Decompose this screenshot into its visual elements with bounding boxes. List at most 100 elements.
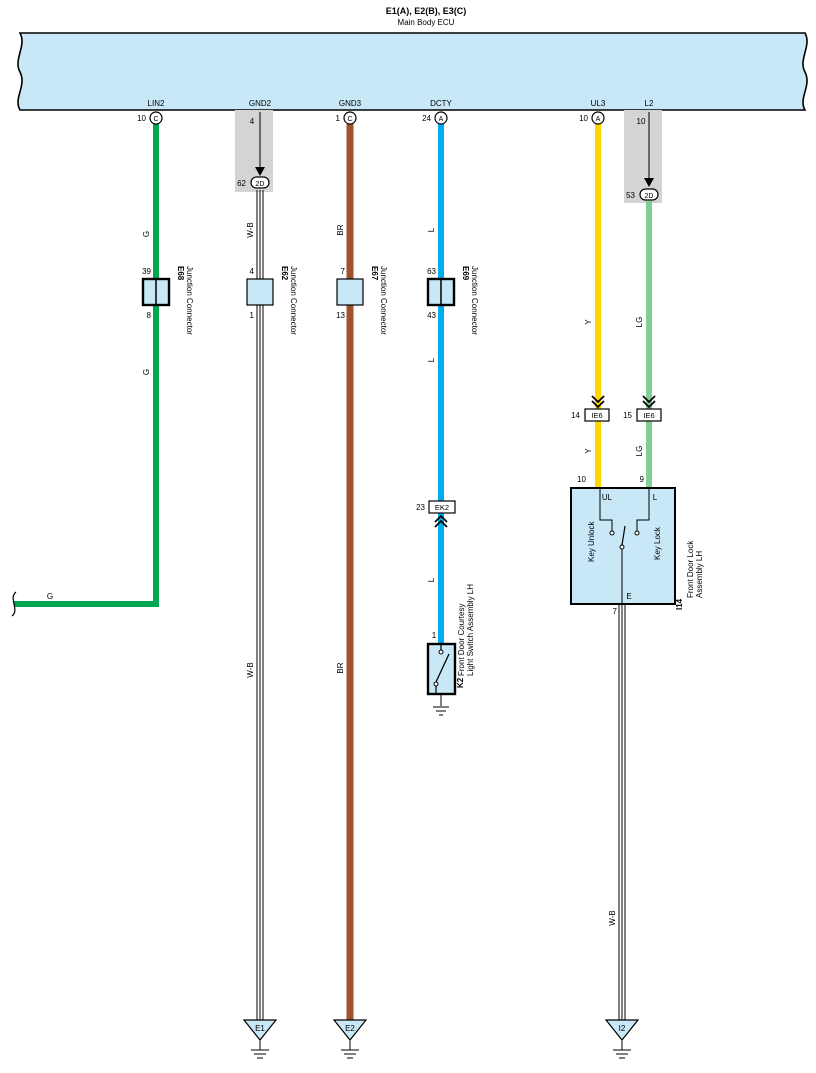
conn-circle-dcty [434, 111, 448, 125]
terminal-name-gnd2: GND2 [249, 99, 272, 108]
junction-e69-pin-top: 63 [427, 267, 436, 276]
ground-i2 [604, 1019, 640, 1059]
ie6-y-pin: 14 [571, 411, 580, 420]
chevron-up-icon [434, 514, 448, 528]
k2-ground-icon [433, 694, 449, 716]
wire-lin2-green [14, 124, 159, 607]
i14-term-e: E [626, 592, 631, 601]
conn-circle-ul3 [591, 111, 605, 125]
wire-label-g-upper: G [142, 231, 151, 237]
pin-gnd3: 1 [336, 114, 341, 123]
i14-key-lock: Key Lock [653, 526, 662, 560]
arrow-gnd2-head [255, 167, 265, 176]
wire-label-wb-i14: W-B [608, 910, 617, 925]
wire-label-br-upper: BR [336, 224, 345, 235]
junction-e67-desc: Junction Connector [379, 266, 388, 335]
ground-e2 [332, 1019, 368, 1059]
wire-label-l-upper: L [427, 227, 436, 232]
chevron-down-icon [642, 395, 656, 409]
junction-e68-id: E68 [176, 266, 185, 281]
i14-id: I14 [675, 598, 684, 610]
conn-letter-ul3: A [596, 116, 601, 123]
junction-e67-pin-bottom: 13 [336, 311, 345, 320]
ie6-lg-box [636, 408, 662, 422]
conn-letter-gnd3: C [347, 116, 352, 123]
junction-e68-pin-bottom: 8 [147, 311, 152, 320]
conn-circle-gnd3 [343, 111, 357, 125]
terminal-name-gnd3: GND3 [339, 99, 362, 108]
terminal-name-dcty: DCTY [430, 99, 452, 108]
junction-e69-desc: Junction Connector [470, 266, 479, 335]
wire-label-lg-upper: LG [635, 317, 644, 328]
k2-id: K2 [456, 677, 465, 688]
junction-e62 [246, 278, 274, 306]
wire-i14-e-wb [618, 604, 626, 1020]
jb-oval-l2 [639, 188, 659, 201]
ie6-y-box [584, 408, 610, 422]
terminal-name-lin2: LIN2 [148, 99, 165, 108]
pin-lin2: 10 [137, 114, 146, 123]
wire-label-wb-lower: W-B [246, 662, 255, 677]
pin-l2: 10 [637, 117, 646, 126]
junction-e68-pin-top: 39 [142, 267, 151, 276]
k2-pin: 1 [432, 631, 437, 640]
ek2-box [428, 500, 456, 514]
i14-pin-l: 9 [640, 475, 645, 484]
terminal-name-ul3: UL3 [591, 99, 606, 108]
ecu-title: E1(A), E2(B), E3(C) [386, 6, 467, 16]
arrow-l2-head [644, 178, 654, 187]
junction-e68-desc: Junction Connector [185, 266, 194, 335]
pin-ul3: 10 [579, 114, 588, 123]
i14-internal-switch [599, 488, 650, 604]
wire-label-lg-lower: LG [635, 446, 644, 457]
wire-label-g-lower: G [142, 369, 151, 375]
junction-e67-pin-top: 7 [341, 267, 346, 276]
conn-letter-dcty: A [439, 116, 444, 123]
k2-switch-contact [433, 644, 450, 694]
jb-label-l2: 2D [645, 193, 654, 200]
ie6-y-label: IE6 [591, 411, 602, 420]
k2-desc-line1: Front Door Courtesy [457, 604, 466, 676]
wire-label-g-horizontal: G [47, 592, 53, 601]
wire-label-y-lower: Y [584, 448, 593, 454]
ground-e1-label: E1 [255, 1024, 265, 1033]
conn-circle-lin2 [149, 111, 163, 125]
junction-e62-pin-bottom: 1 [250, 311, 255, 320]
ie6-lg-label: IE6 [643, 411, 654, 420]
junction-e69-id: E69 [461, 266, 470, 281]
i14-desc-line1: Front Door Lock [686, 540, 695, 598]
ground-e1 [242, 1019, 278, 1059]
junction-e62-pin-top: 4 [250, 267, 255, 276]
wire-label-l-middle: L [427, 357, 436, 362]
wire-label-y-upper: Y [584, 319, 593, 325]
chevron-down-icon [591, 395, 605, 409]
k2-desc-line2: Light Switch Assembly LH [466, 584, 475, 676]
ground-e2-label: E2 [345, 1024, 355, 1033]
ek2-label: EK2 [435, 503, 449, 512]
jb-pin-l2: 53 [626, 191, 635, 200]
jb-oval-gnd2 [250, 176, 270, 189]
i14-pin-e: 7 [613, 607, 618, 616]
junction-e62-desc: Junction Connector [289, 266, 298, 335]
junction-e67-id: E67 [370, 266, 379, 281]
i14-key-unlock: Key Unlock [587, 521, 596, 562]
pin-gnd2: 4 [250, 117, 255, 126]
terminal-name-l2: L2 [645, 99, 654, 108]
wire-gnd2-wb [256, 190, 264, 1020]
i14-desc-line2: Assembly LH [695, 551, 704, 598]
junction-e62-id: E62 [280, 266, 289, 281]
conn-letter-lin2: C [153, 116, 158, 123]
ecu-subtitle: Main Body ECU [398, 18, 455, 27]
ek2-pin: 23 [416, 503, 425, 512]
junction-block-shade-l2 [624, 110, 662, 203]
i14-term-ul: UL [602, 493, 613, 502]
wire-label-wb-upper: W-B [246, 222, 255, 237]
jb-pin-gnd2: 62 [237, 179, 246, 188]
ie6-lg-pin: 15 [623, 411, 632, 420]
wire-label-br-lower: BR [336, 662, 345, 673]
jb-label-gnd2: 2D [256, 181, 265, 188]
wire-break-mark [11, 591, 17, 617]
wire-label-l-lower: L [427, 577, 436, 582]
i14-term-l: L [653, 493, 658, 502]
